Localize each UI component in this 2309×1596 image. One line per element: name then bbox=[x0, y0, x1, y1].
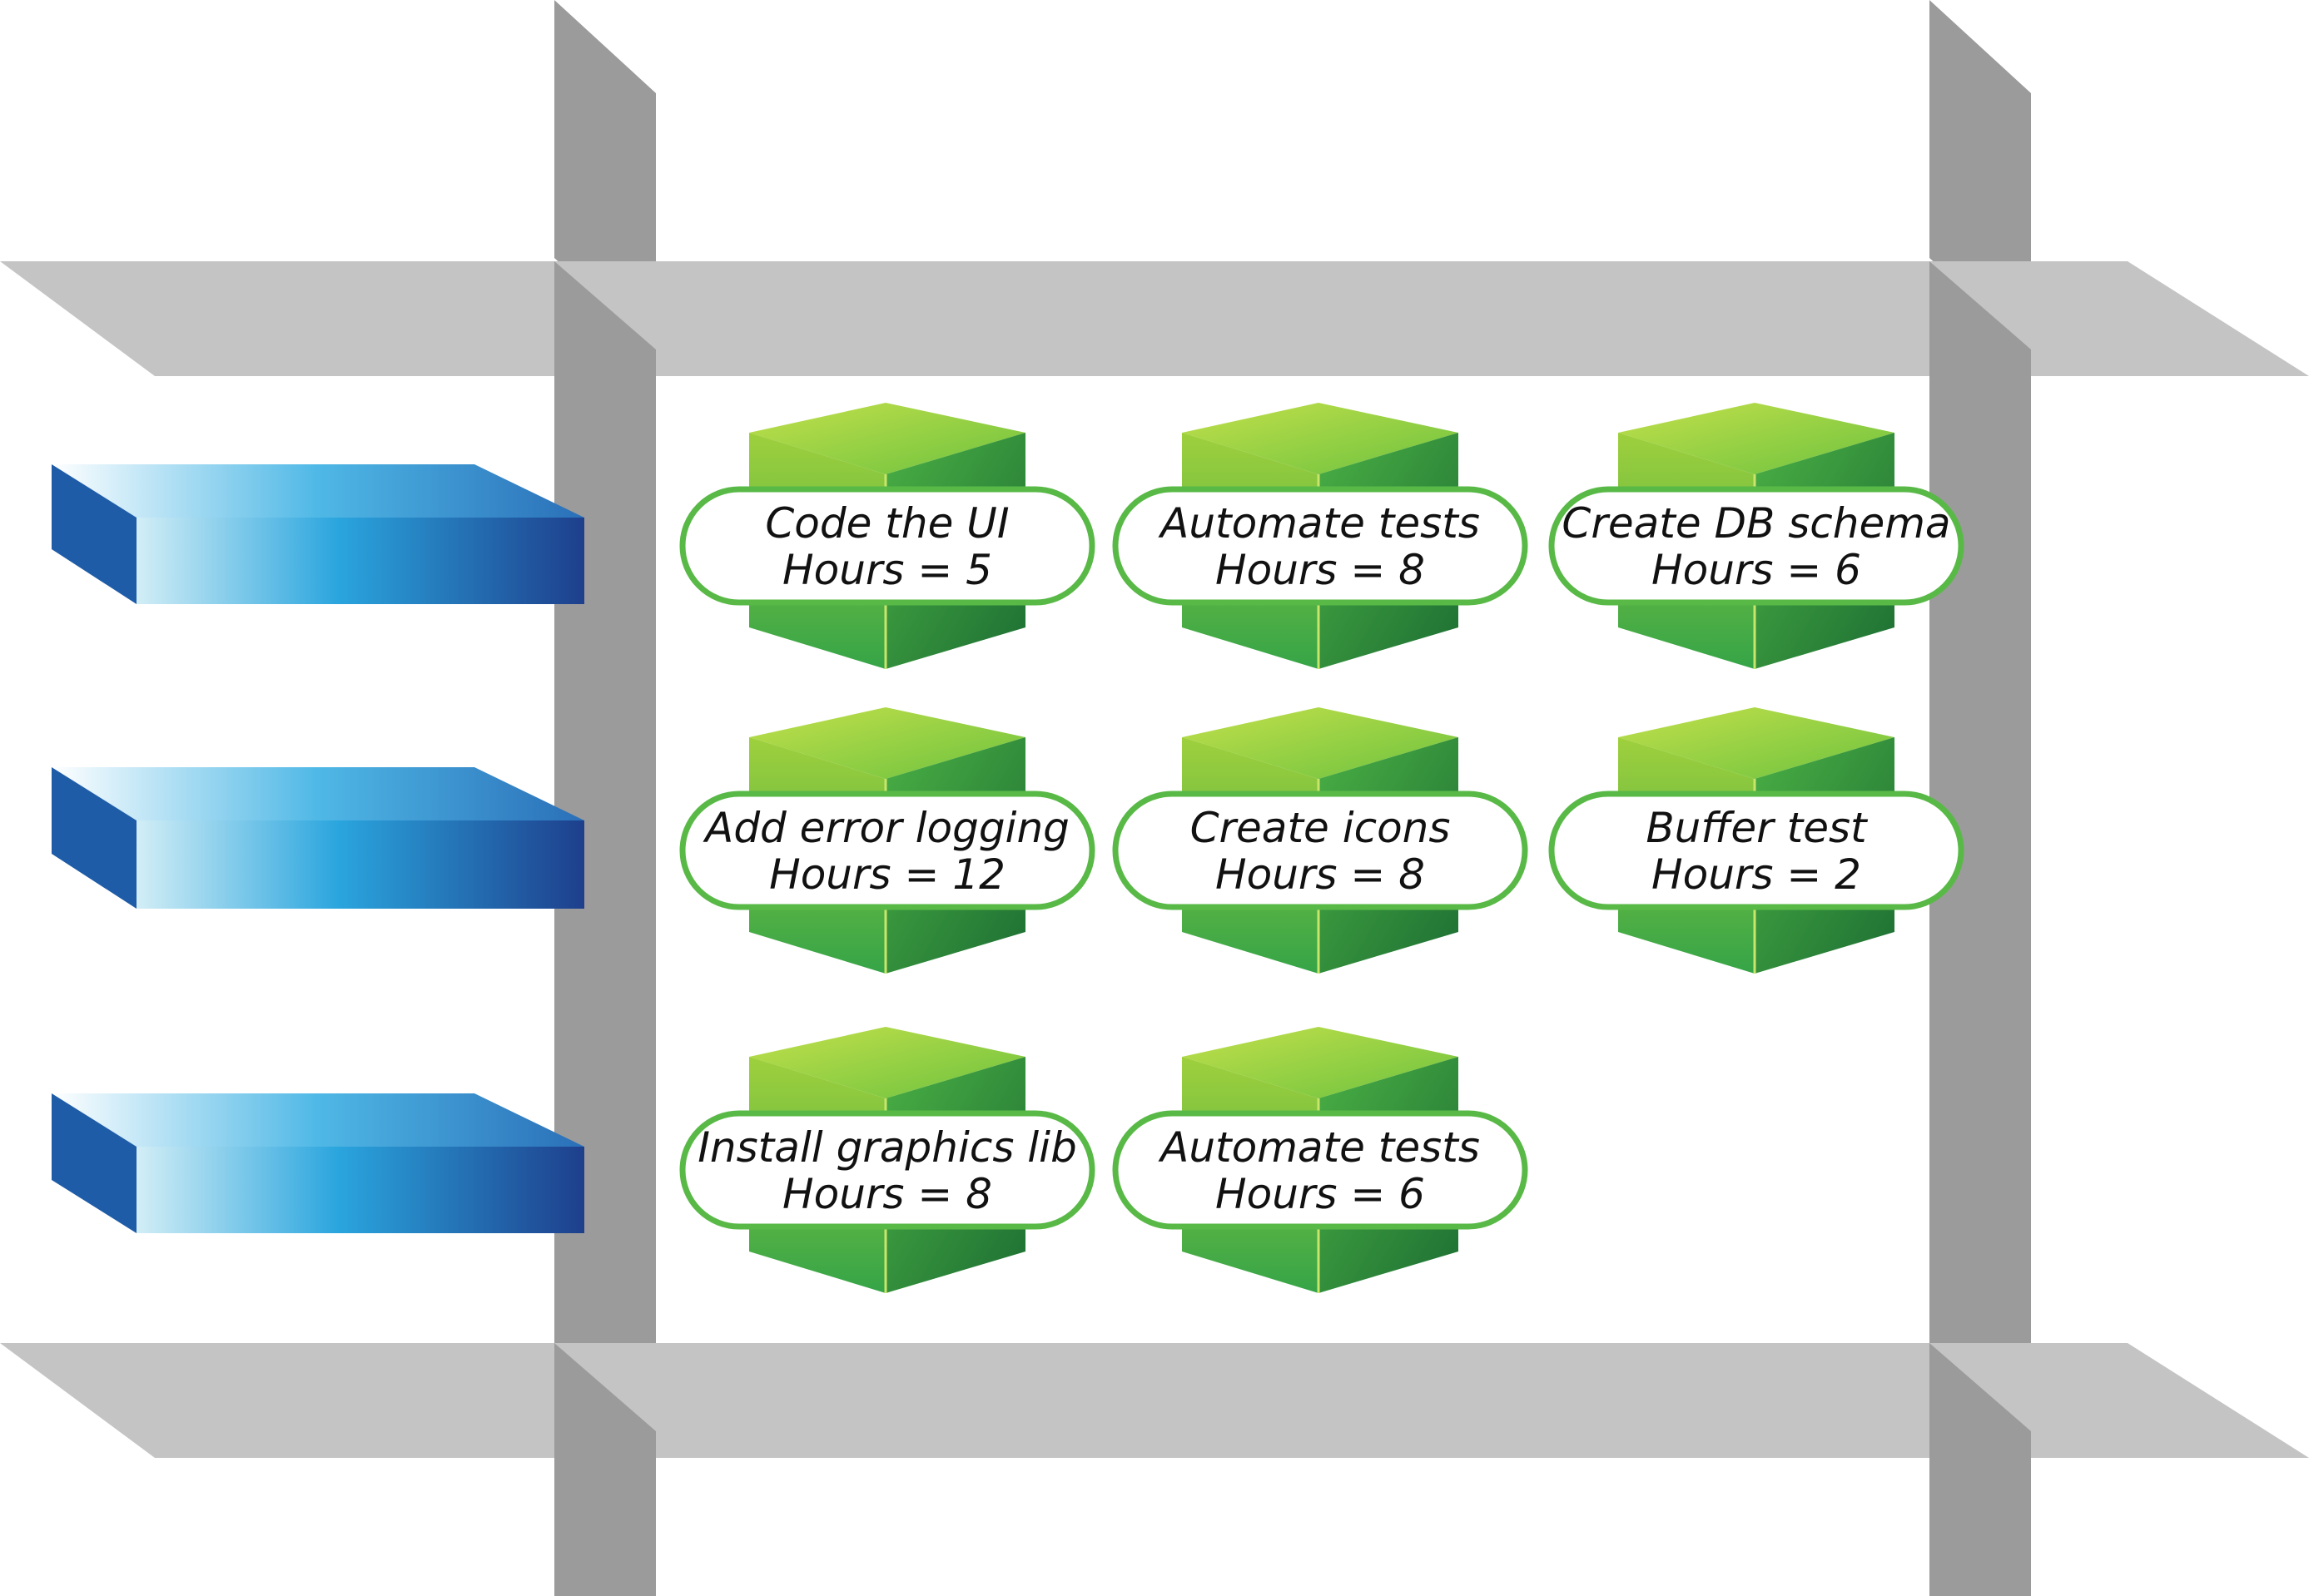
row-shelves bbox=[52, 464, 584, 1233]
task-label-pill bbox=[1548, 791, 1964, 910]
cube-top-face bbox=[1182, 707, 1458, 779]
cube-top-face bbox=[1182, 1027, 1458, 1098]
task-title: Add error logging bbox=[703, 804, 1070, 852]
task-hours: Hours = 2 bbox=[1651, 850, 1861, 899]
task-title: Automate tests bbox=[1158, 1123, 1480, 1172]
task-label-pill bbox=[679, 791, 1095, 910]
task-title: Create DB schema bbox=[1562, 499, 1950, 548]
shelf-row-3 bbox=[52, 1093, 584, 1233]
left-post-over-top-beam bbox=[554, 261, 656, 376]
task-label-pill bbox=[1112, 1110, 1528, 1230]
task-label-pill bbox=[679, 486, 1095, 606]
cube-top-face bbox=[1618, 707, 1894, 779]
cube-top-face bbox=[749, 707, 1025, 779]
task-hours: Hours = 5 bbox=[782, 546, 992, 594]
right-post-below-bottom-beam bbox=[1929, 1458, 2031, 1596]
task-title: Automate tests bbox=[1158, 499, 1480, 548]
shelf-row-2 bbox=[52, 767, 584, 909]
shelf-row-1 bbox=[52, 464, 584, 604]
left-post-over-bottom-beam bbox=[554, 1343, 656, 1458]
task-label-pill bbox=[1112, 791, 1528, 910]
right-post-over-bottom-beam bbox=[1929, 1343, 2031, 1458]
task-hours: Hours = 8 bbox=[1215, 850, 1425, 899]
task-title: Code the UI bbox=[765, 499, 1009, 548]
task-label-pill bbox=[679, 1110, 1095, 1230]
task-hours: Hours = 6 bbox=[1651, 546, 1861, 594]
task-label-pill bbox=[1112, 486, 1528, 606]
task-hours: Hours = 8 bbox=[782, 1170, 992, 1218]
cube-top-face bbox=[1182, 403, 1458, 474]
cube-top-face bbox=[1618, 403, 1894, 474]
cube-top-face bbox=[749, 1027, 1025, 1098]
task-label-pill bbox=[1548, 486, 1964, 606]
task-title: Buffer test bbox=[1646, 804, 1869, 852]
task-hours: Hours = 8 bbox=[1215, 546, 1425, 594]
right-post-over-top-beam bbox=[1929, 261, 2031, 376]
task-title: Create icons bbox=[1190, 804, 1451, 852]
task-title: Install graphics lib bbox=[698, 1123, 1077, 1172]
task-hours: Hours = 6 bbox=[1215, 1170, 1425, 1218]
task-hours: Hours = 12 bbox=[769, 850, 1006, 899]
left-post-below-bottom-beam bbox=[554, 1458, 656, 1596]
cube-top-face bbox=[749, 403, 1025, 474]
